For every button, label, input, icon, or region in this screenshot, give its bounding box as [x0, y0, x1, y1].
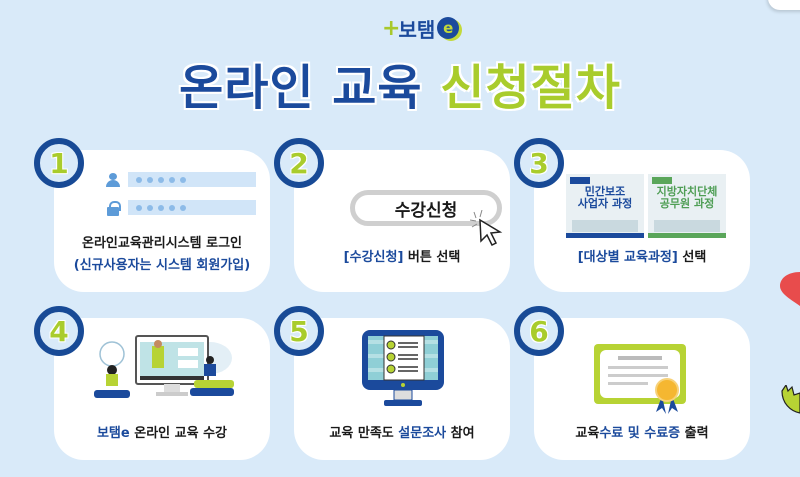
step-1-caption: 온라인교육관리시스템 로그인: [81, 236, 242, 251]
step-card-4: 보탬e 온라인 교육 수강: [54, 318, 270, 460]
step-2-caption: [수강신청] 버튼 선택: [294, 246, 510, 265]
step-3-caption: [대상별 교육과정] 선택: [534, 246, 750, 265]
logo-text: 보탬: [398, 17, 436, 42]
title-part1: 온라인 교육: [178, 59, 423, 117]
username-field-illustration: [128, 172, 256, 187]
step-4-caption: 보탬e 온라인 교육 수강: [54, 422, 270, 441]
step-5-caption-pre: 교육 만족도: [329, 426, 399, 441]
course-thumbnail-private: 민간보조 사업자 과정: [566, 174, 644, 238]
step-3-caption-highlight: [대상별 교육과정]: [577, 250, 678, 265]
thumb-2-line2: 공무원 과정: [659, 197, 715, 210]
lock-icon: [106, 200, 121, 216]
step-2-caption-highlight: [수강신청]: [343, 250, 404, 265]
page-title: 온라인 교육 신청절차: [0, 48, 800, 118]
step-5-caption-post: 참여: [446, 426, 475, 441]
corner-card-decoration: [768, 0, 800, 10]
heart-decoration-icon: [780, 272, 800, 306]
step-5-caption-highlight: 설문조사: [398, 426, 447, 441]
plant-decoration-icon: [781, 385, 800, 414]
online-lecture-illustration: [94, 335, 234, 398]
step-number-6: 6: [514, 306, 564, 356]
thumb-2-line1: 지방자치단체: [656, 185, 718, 198]
apply-button-illustration: 수강신청: [350, 190, 502, 226]
step-number-5: 5: [274, 306, 324, 356]
botem-logo: + 보탬 e: [382, 14, 460, 42]
step-5-caption: 교육 만족도 설문조사 참여: [294, 422, 510, 441]
certificate-icon: [594, 344, 686, 414]
step-card-1: 온라인교육관리시스템 로그인 (신규사용자는 시스템 회원가입): [54, 150, 270, 292]
cursor-click-icon: [470, 210, 503, 246]
course-thumbnail-government: 지방자치단체 공무원 과정: [648, 174, 726, 238]
step-number-1: 1: [34, 138, 84, 188]
password-field-illustration: [128, 200, 256, 215]
step-6-caption-pre: 교육: [575, 426, 600, 441]
login-username-row: [106, 172, 256, 187]
step-6-caption: 교육수료 및 수료증 출력: [534, 422, 750, 441]
step-number-3: 3: [514, 138, 564, 188]
step-card-2: 수강신청 [수강신청] 버튼 선택: [294, 150, 510, 292]
step-6-caption-post: 출력: [680, 426, 709, 441]
thumb-1-line2: 사업자 과정: [577, 197, 633, 210]
step-card-3: 민간보조 사업자 과정 지방자치단체 공무원 과정 [대상별 교육과정] 선택: [534, 150, 750, 292]
step-card-6: 교육수료 및 수료증 출력: [534, 318, 750, 460]
step-2-caption-rest: 버튼 선택: [403, 250, 461, 265]
step-4-caption-rest: 온라인 교육 수강: [129, 426, 228, 441]
logo-e-badge: e: [437, 17, 460, 39]
step-card-5: 교육 만족도 설문조사 참여: [294, 318, 510, 460]
thumb-1-line1: 민간보조: [584, 185, 626, 198]
login-password-row: [106, 200, 256, 216]
step-6-caption-highlight: 수료 및 수료증: [599, 426, 681, 441]
title-part2: 신청절차: [439, 59, 621, 117]
survey-monitor-icon: [362, 330, 444, 406]
user-icon: [106, 172, 120, 187]
step-number-2: 2: [274, 138, 324, 188]
step-3-caption-rest: 선택: [677, 250, 707, 265]
logo-plus: +: [382, 15, 401, 41]
step-4-caption-highlight: 보탬e: [96, 426, 130, 441]
step-number-4: 4: [34, 306, 84, 356]
step-1-subcaption: (신규사용자는 시스템 회원가입): [73, 258, 251, 273]
